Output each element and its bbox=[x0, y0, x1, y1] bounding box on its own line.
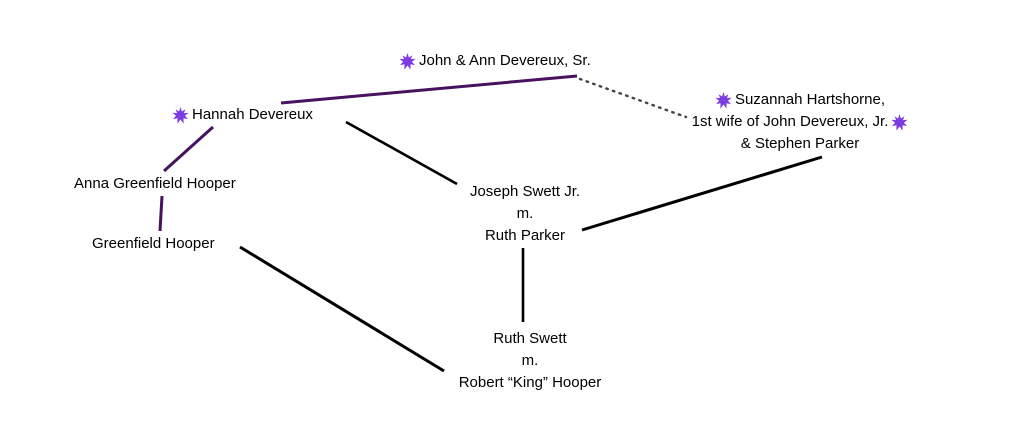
suzannah-line1: Suzannah Hartshorne, bbox=[655, 89, 945, 111]
leaf-icon bbox=[172, 107, 189, 124]
edge-ruth-parker-to-stephen-parker bbox=[581, 155, 823, 232]
node-anna-greenfield-hooper[interactable]: Anna Greenfield Hooper bbox=[74, 174, 236, 194]
node-joseph-swett-family[interactable]: Joseph Swett Jr. m. Ruth Parker bbox=[435, 181, 615, 247]
node-label: Hannah Devereux bbox=[192, 106, 313, 123]
suzannah-line3: & Stephen Parker bbox=[740, 135, 860, 152]
edge-greenfield-to-robert-hooper bbox=[239, 245, 445, 373]
node-label: Anna Greenfield Hooper bbox=[74, 175, 236, 192]
marriage-label: m. bbox=[516, 205, 534, 222]
node-greenfield-hooper[interactable]: Greenfield Hooper bbox=[92, 234, 215, 254]
node-label: Greenfield Hooper bbox=[92, 235, 215, 252]
node-label: John & Ann Devereux, Sr. bbox=[419, 52, 591, 69]
node-label: 1st wife of John Devereux, Jr. bbox=[691, 113, 889, 130]
node-label: Suzannah Hartshorne, bbox=[734, 91, 886, 108]
node-suzannah-hartshorne[interactable]: Suzannah Hartshorne, 1st wife of John De… bbox=[655, 89, 945, 155]
edge-john-ann-to-suzannah-dotted bbox=[578, 77, 688, 119]
marriage-label: m. bbox=[521, 352, 539, 369]
edge-hannah-to-john-ann bbox=[280, 74, 578, 105]
edge-hannah-to-anna bbox=[162, 125, 215, 173]
ruth-swett-label: Ruth Swett bbox=[493, 330, 567, 347]
robert-king-hooper-label: Robert “King” Hooper bbox=[458, 374, 602, 391]
edge-anna-to-greenfield bbox=[158, 195, 164, 232]
leaf-icon bbox=[715, 92, 732, 109]
node-john-ann-devereux-sr[interactable]: John & Ann Devereux, Sr. bbox=[399, 51, 591, 71]
suzannah-line2: 1st wife of John Devereux, Jr. bbox=[655, 111, 945, 133]
leaf-icon bbox=[399, 53, 416, 70]
ruth-parker-label: Ruth Parker bbox=[484, 227, 566, 244]
node-hannah-devereux[interactable]: Hannah Devereux bbox=[172, 105, 313, 125]
node-ruth-swett-family[interactable]: Ruth Swett m. Robert “King” Hooper bbox=[425, 328, 635, 394]
edge-hannah-to-joseph-swett bbox=[345, 120, 458, 186]
joseph-swett-label: Joseph Swett Jr. bbox=[469, 183, 581, 200]
leaf-icon bbox=[891, 114, 908, 131]
